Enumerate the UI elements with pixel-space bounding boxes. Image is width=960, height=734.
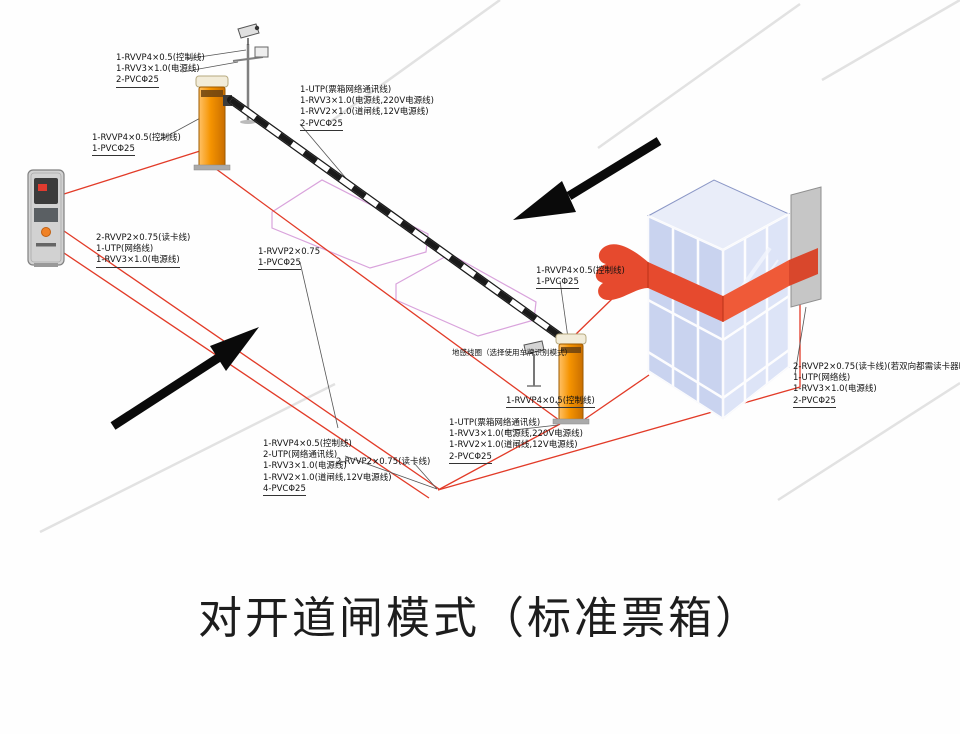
cable-label-gate1: 1-RVVP4×0.5(控制线) 1-PVCΦ25 (92, 133, 181, 157)
label-line: 1-PVCΦ25 (536, 277, 579, 290)
cable-label-center: 1-RVVP2×0.75 1-PVCΦ25 (258, 247, 321, 271)
label-line: 4-PVCΦ25 (263, 484, 306, 497)
ticket-booth (595, 179, 822, 421)
cable-label-gate2-feed: 1-UTP(票箱网络通讯线) 1-RVV3×1.0(电源线,220V电源线) 1… (449, 418, 583, 464)
cable-label-arm: 1-UTP(票箱网络通讯线) 1-RVV3×1.0(电源线,220V电源线) 1… (300, 85, 434, 131)
ticket-slot (36, 243, 56, 247)
cable-label-booth-right: 2-RVVP2×0.75(读卡线)(若双向都需读卡器时) 1-UTP(网络线) … (793, 362, 960, 408)
label-line: 2-UTP(网络通讯线) (263, 450, 338, 461)
label-line: 1-RVV3×1.0(电源线,220V电源线) (449, 429, 583, 440)
red-ribbon (595, 244, 818, 322)
cable-label-trunk: 1-RVVP4×0.5(控制线) 2-UTP(网络通讯线) 1-RVV3×1.0… (263, 439, 392, 497)
reader-button (41, 227, 51, 237)
label-line: 1-RVVP2×0.75 (258, 247, 321, 257)
label-line: 1-UTP(网络线) (793, 373, 851, 384)
diagram-title: 对开道闸模式（标准票箱） (198, 593, 762, 644)
cable-label-gate2-lower: 1-RVVP4×0.5(控制线) (506, 396, 595, 409)
label-line: 1-RVVP4×0.5(控制线) (116, 53, 205, 63)
label-line: 1-RVV3×1.0(电源线,220V电源线) (300, 96, 434, 107)
cable-label-reader: 2-RVVP2×0.75(读卡线) 1-UTP(网络线) 1-RVV3×1.0(… (96, 233, 190, 268)
reader-led (38, 184, 47, 191)
road-markings (39, 0, 960, 534)
cable-label-camera: 1-RVVP4×0.5(控制线) 1-RVV3×1.0(电源线) 2-PVCΦ2… (116, 53, 205, 88)
label-line: 1-RVVP4×0.5(控制线) (263, 439, 352, 449)
label-line: 2-RVVP2×0.75(读卡线) (96, 233, 191, 243)
barrier-arm (227, 96, 565, 341)
cctv-camera-pole (232, 23, 269, 124)
booth-back-panel (790, 186, 822, 308)
label-line: 2-RVVP2×0.75(读卡线)(若双向都需读卡器时) (793, 362, 960, 372)
label-line: 2-PVCΦ25 (116, 75, 159, 88)
cable-label-trunk-reader: 2-RVVP2×0.75(读卡线) (336, 457, 430, 468)
label-line: 1-RVV3×1.0(电源线) (116, 64, 200, 75)
label-line: 1-RVVP4×0.5(控制线) (92, 133, 181, 143)
label-line: 1-PVCΦ25 (92, 144, 135, 157)
label-line: 1-RVV2×1.0(道闸线,12V电源线) (263, 472, 392, 483)
barrier-gate-left (193, 75, 232, 171)
label-line: 1-RVV3×1.0(电源线) (793, 384, 877, 395)
direction-arrow-in (513, 137, 662, 220)
label-line: 1-UTP(票箱网络通讯线) (300, 85, 392, 95)
label-line: 2-RVVP2×0.75(读卡线) (336, 457, 431, 467)
direction-arrow-out (110, 327, 259, 430)
label-line: 1-PVCΦ25 (258, 258, 301, 271)
label-line: 1-RVVP4×0.5(控制线) (536, 266, 625, 276)
label-line: 1-RVV3×1.0(电源线) (96, 255, 180, 268)
cable-label-gate2-upper: 1-RVVP4×0.5(控制线) 1-PVCΦ25 (536, 266, 625, 290)
ground-loop-note: 地感线圈（选择使用车牌识别模式） (452, 348, 572, 358)
camera-icon (237, 23, 260, 39)
label-line: 1-RVV3×1.0(电源线) (263, 461, 347, 472)
plate-camera (523, 340, 545, 387)
label-line: 2-PVCΦ25 (300, 119, 343, 131)
label-line: 1-UTP(网络线) (96, 244, 154, 255)
label-line: 2-PVCΦ25 (449, 452, 492, 464)
cable-lines (63, 150, 801, 499)
label-line: 1-RVV2×1.0(道闸线,12V电源线) (449, 440, 578, 451)
label-line: 1-UTP(票箱网络通讯线) (449, 418, 541, 428)
label-line: 地感线圈（选择使用车牌识别模式） (452, 348, 572, 357)
label-line: 1-RVV2×1.0(道闸线,12V电源线) (300, 107, 429, 118)
detector-box (254, 46, 269, 58)
label-line: 2-PVCΦ25 (793, 396, 836, 408)
ticket-reader (27, 169, 65, 267)
barrier-gate-right (552, 333, 590, 425)
label-line: 1-RVVP4×0.5(控制线) (506, 396, 595, 409)
